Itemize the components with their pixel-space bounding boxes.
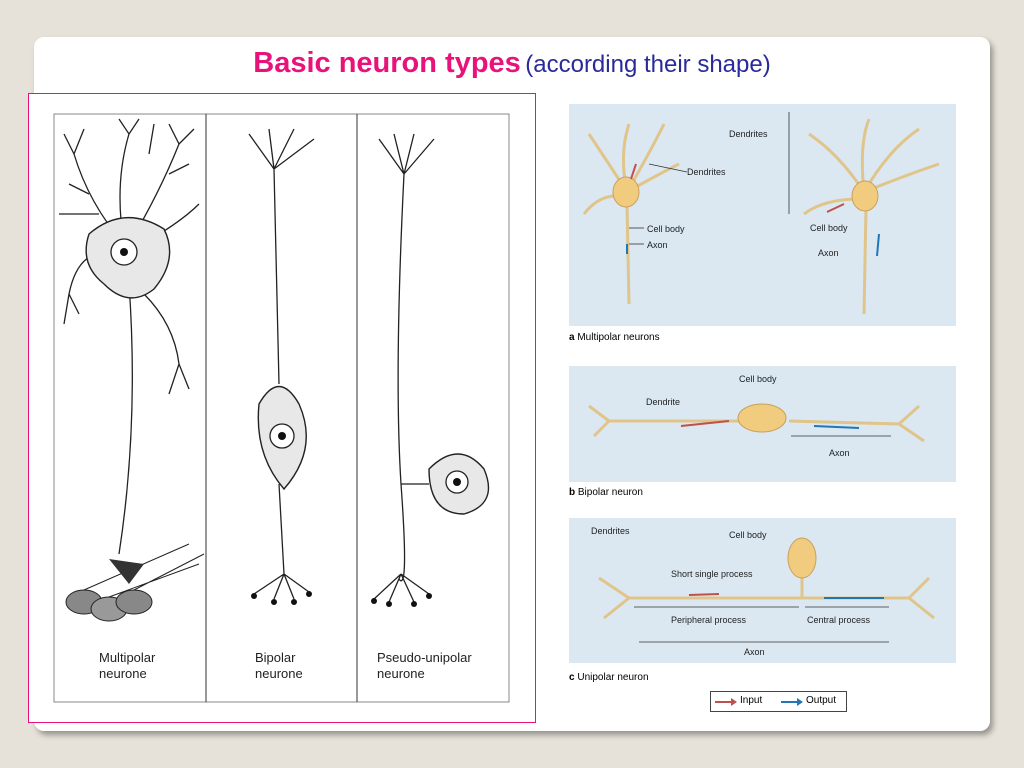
muscle-fibers-drawing [65, 543, 205, 622]
panel-multipolar: Dendrites Dendrites Cell body Axon Cell … [569, 104, 956, 326]
label-axon-c: Axon [744, 647, 765, 657]
label-dendrites-1: Dendrites [687, 167, 726, 177]
neuron-line-drawing: Multipolar neurone Bipolar neurone Pseud… [53, 113, 510, 703]
multipolar-neuron-drawing [59, 118, 200, 555]
label-axon-2: Axon [818, 248, 839, 258]
label-axon-b: Axon [829, 448, 850, 458]
slide-title: Basic neuron types (according their shap… [34, 47, 990, 80]
label-axon-1: Axon [647, 240, 668, 250]
panel-bipolar: Cell body Dendrite Axon [569, 366, 956, 482]
legend-input: Input [740, 695, 763, 706]
label-bipolar-1: Bipolar [255, 650, 296, 665]
label-bipolar-2: neurone [255, 666, 303, 681]
label-cell-body-c: Cell body [729, 530, 767, 540]
legend-output: Output [806, 695, 837, 706]
label-pseudo-2: neurone [377, 666, 425, 681]
label-cell-body-1: Cell body [647, 224, 685, 234]
unipolar-diagram: Dendrites Cell body Short single process… [591, 526, 935, 657]
arrow-legend: Input Output [710, 691, 847, 712]
neuron-illustration-frame: Multipolar neurone Bipolar neurone Pseud… [28, 93, 536, 723]
label-cell-body-2: Cell body [810, 223, 848, 233]
label-short-process: Short single process [671, 569, 753, 579]
label-multipolar-2: neurone [99, 666, 147, 681]
panel-unipolar: Dendrites Cell body Short single process… [569, 518, 956, 663]
bipolar-diagram: Cell body Dendrite Axon [588, 374, 925, 458]
label-multipolar-1: Multipolar [99, 650, 156, 665]
caption-b: b Bipolar neuron [569, 487, 643, 498]
label-dendrites-2: Dendrites [729, 129, 768, 139]
title-main: Basic neuron types [253, 47, 521, 79]
label-cell-body-b: Cell body [739, 374, 777, 384]
title-sub: (according their shape) [525, 51, 771, 78]
label-dendrites-c: Dendrites [591, 526, 630, 536]
caption-a: a Multipolar neurons [569, 332, 660, 343]
caption-c: c Unipolar neuron [569, 672, 649, 683]
pseudo-unipolar-neuron-drawing [373, 133, 435, 603]
label-central-process: Central process [807, 615, 871, 625]
multipolar-diagram: Dendrites Dendrites Cell body Axon Cell … [582, 112, 940, 315]
label-dendrite-b: Dendrite [646, 397, 680, 407]
label-peripheral-process: Peripheral process [671, 615, 747, 625]
label-pseudo-1: Pseudo-unipolar [377, 650, 472, 665]
bipolar-neuron-drawing [248, 128, 315, 600]
